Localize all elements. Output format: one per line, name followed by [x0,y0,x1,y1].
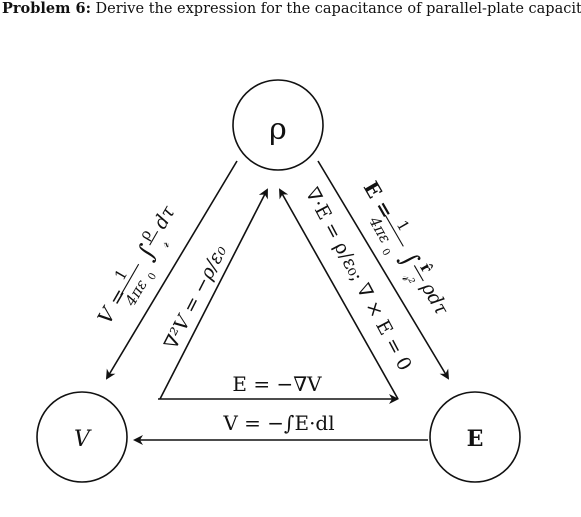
node-rho: ρ [232,79,324,171]
svg-text:1: 1 [111,266,131,283]
svg-text:0: 0 [379,247,392,258]
problem-label: Problem 6: [2,0,91,17]
svg-text:𝓇²: 𝓇² [398,271,418,289]
svg-text:𝓇: 𝓇 [157,237,174,251]
node-V-label: V [74,427,92,452]
label-V-to-E: E = −∇V [232,372,322,396]
arrow-rho-to-E [317,160,450,380]
arrow-V-to-rho [159,188,268,400]
label-E-to-V: V = −∫E·dl [222,411,334,435]
node-rho-label: ρ [269,112,287,147]
problem-statement: Problem 6: Derive the expression for the… [2,0,581,18]
svg-text:4πε: 4πε [365,213,395,247]
svg-text:dτ: dτ [149,202,180,233]
node-V: V [36,391,128,483]
problem-text: Derive the expression for the capacitanc… [90,1,581,17]
svg-text:0: 0 [146,271,159,282]
node-E-label: E [467,426,484,452]
svg-text:ρdτ: ρdτ [416,278,453,320]
label-V-to-rho: ∇²V = −ρ/ε₀ [160,241,231,353]
arrow-E-to-rho [279,188,399,400]
arrow-rho-to-V [105,160,238,380]
node-E: E [429,391,521,483]
svg-text:1: 1 [393,217,413,234]
